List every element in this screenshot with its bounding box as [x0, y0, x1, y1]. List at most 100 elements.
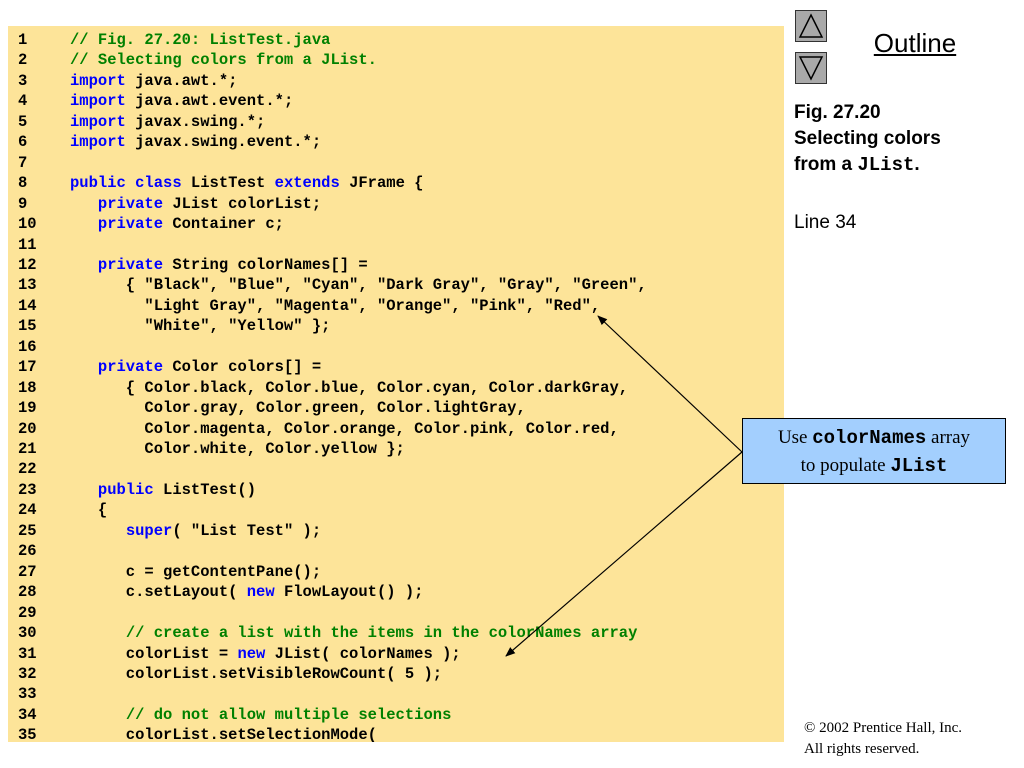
code-token: colorList.setVisibleRowCount( 5 ); [70, 664, 443, 683]
comment-token: // create a list with the items in the c… [125, 624, 638, 643]
keyword-token: private [97, 255, 164, 274]
keyword-token: public class [70, 174, 182, 193]
keyword-token: new [237, 644, 266, 663]
copyright-line-1: © 2002 Prentice Hall, Inc. [804, 718, 962, 739]
code-token: JFrame { [339, 174, 424, 193]
line-number: 4 [18, 92, 28, 111]
code-text: private Container c; [70, 214, 284, 234]
keyword-token: extends [274, 174, 340, 193]
line-number: 20 [18, 419, 37, 438]
callout-text: Use [777, 427, 813, 448]
line-number: 21 [18, 440, 37, 458]
code-token: java.awt.event.*; [125, 92, 294, 111]
code-text: import java.awt.event.*; [70, 91, 293, 111]
line-number: 18 [18, 378, 37, 397]
code-text: colorList.setSelectionMode( [70, 725, 377, 742]
line-number: 9 [18, 194, 28, 213]
line-number: 25 [18, 521, 37, 540]
code-token: Color.gray, Color.green, Color.lightGray… [70, 399, 526, 418]
line-reference: Line 34 [794, 212, 857, 233]
line-number: 6 [18, 133, 28, 152]
callout-code: JList [890, 455, 948, 477]
keyword-token: import [70, 92, 126, 111]
code-token: java.awt.*; [125, 71, 238, 90]
code-token: { [70, 501, 108, 520]
line-number: 23 [18, 480, 37, 499]
code-text: Color.gray, Color.green, Color.lightGray… [70, 398, 526, 418]
keyword-token: import [70, 71, 126, 90]
keyword-token: private [97, 358, 164, 377]
next-slide-button[interactable] [795, 52, 827, 84]
line-number: 5 [18, 112, 28, 131]
line-number: 30 [18, 624, 37, 643]
caption-line-3: from a JList. [794, 152, 1014, 178]
line-number: 28 [18, 583, 37, 602]
code-text: colorList.setVisibleRowCount( 5 ); [70, 664, 442, 684]
annotation-callout: Use colorNames array to populate JList [742, 418, 1006, 484]
code-token: colorList.setSelectionMode( [70, 726, 377, 742]
code-token: JList colorList; [163, 194, 322, 213]
caption-line-2: Selecting colors [794, 128, 941, 149]
line-number: 35 [18, 726, 37, 742]
code-text: public class ListTest extends JFrame { [70, 173, 423, 193]
line-number: 19 [18, 399, 37, 418]
caption-suffix: . [914, 154, 920, 175]
code-text: import javax.swing.event.*; [70, 132, 321, 152]
code-text: Color.magenta, Color.orange, Color.pink,… [70, 419, 619, 439]
code-text: c.setLayout( new FlowLayout() ); [70, 582, 424, 602]
keyword-token: private [97, 194, 164, 213]
code-text: private JList colorList; [70, 194, 321, 214]
line-number: 24 [18, 501, 37, 520]
line-number: 15 [18, 317, 37, 336]
line-number: 14 [18, 296, 37, 315]
keyword-token: public [97, 480, 154, 499]
code-text: import javax.swing.*; [70, 112, 265, 132]
code-token: Color.magenta, Color.orange, Color.pink,… [70, 419, 619, 438]
code-token: ListTest() [153, 480, 257, 499]
code-text: "Light Gray", "Magenta", "Orange", "Pink… [70, 296, 600, 316]
line-number: 32 [18, 664, 37, 683]
code-token: "Light Gray", "Magenta", "Orange", "Pink… [70, 296, 601, 315]
line-number: 2 [18, 51, 28, 70]
line-number: 27 [18, 562, 37, 581]
code-token: c.setLayout( [70, 583, 247, 602]
line-number: 26 [18, 542, 37, 561]
copyright-symbol: © [804, 720, 816, 736]
code-token: Color.white, Color.yellow }; [70, 440, 405, 458]
code-token: c = getContentPane(); [70, 562, 322, 581]
copyright-line-2: All rights reserved. [804, 741, 920, 757]
triangle-up-icon [798, 13, 824, 38]
callout-text: array [926, 427, 971, 448]
arrow-to-colornames [597, 315, 743, 453]
line-number: 8 [18, 174, 28, 193]
code-token: FlowLayout() ); [274, 583, 424, 602]
code-token: "White", "Yellow" }; [70, 317, 331, 336]
code-token: Container c; [163, 215, 284, 234]
keyword-token: new [246, 583, 275, 602]
line-number: 7 [18, 153, 28, 172]
line-number: 31 [18, 644, 37, 663]
code-text: { [70, 500, 107, 520]
line-number: 11 [18, 235, 37, 254]
code-token: ( "List Test" ); [172, 521, 322, 540]
line-number: 13 [18, 276, 37, 295]
code-text: { "Black", "Blue", "Cyan", "Dark Gray", … [70, 275, 647, 295]
line-number: 12 [18, 255, 37, 274]
code-text: // do not allow multiple selections [70, 705, 452, 725]
code-text: // Fig. 27.20: ListTest.java [70, 30, 330, 50]
line-number: 16 [18, 337, 37, 356]
callout-line-1: Use colorNames array [743, 424, 1005, 452]
code-token: javax.swing.event.*; [125, 133, 322, 152]
line-number: 1 [18, 31, 28, 49]
previous-slide-button[interactable] [795, 10, 827, 42]
keyword-token: import [70, 112, 126, 131]
code-text: Color.white, Color.yellow }; [70, 439, 405, 459]
code-text: private Color colors[] = [70, 357, 321, 377]
code-token: { "Black", "Blue", "Cyan", "Dark Gray", … [70, 276, 647, 295]
copyright-text: 2002 Prentice Hall, Inc. [815, 720, 963, 736]
code-text: { Color.black, Color.blue, Color.cyan, C… [70, 378, 628, 398]
outline-link[interactable]: Outline [873, 28, 957, 58]
code-token: String colorNames[] = [163, 255, 368, 274]
caption-code: JList [857, 154, 915, 176]
